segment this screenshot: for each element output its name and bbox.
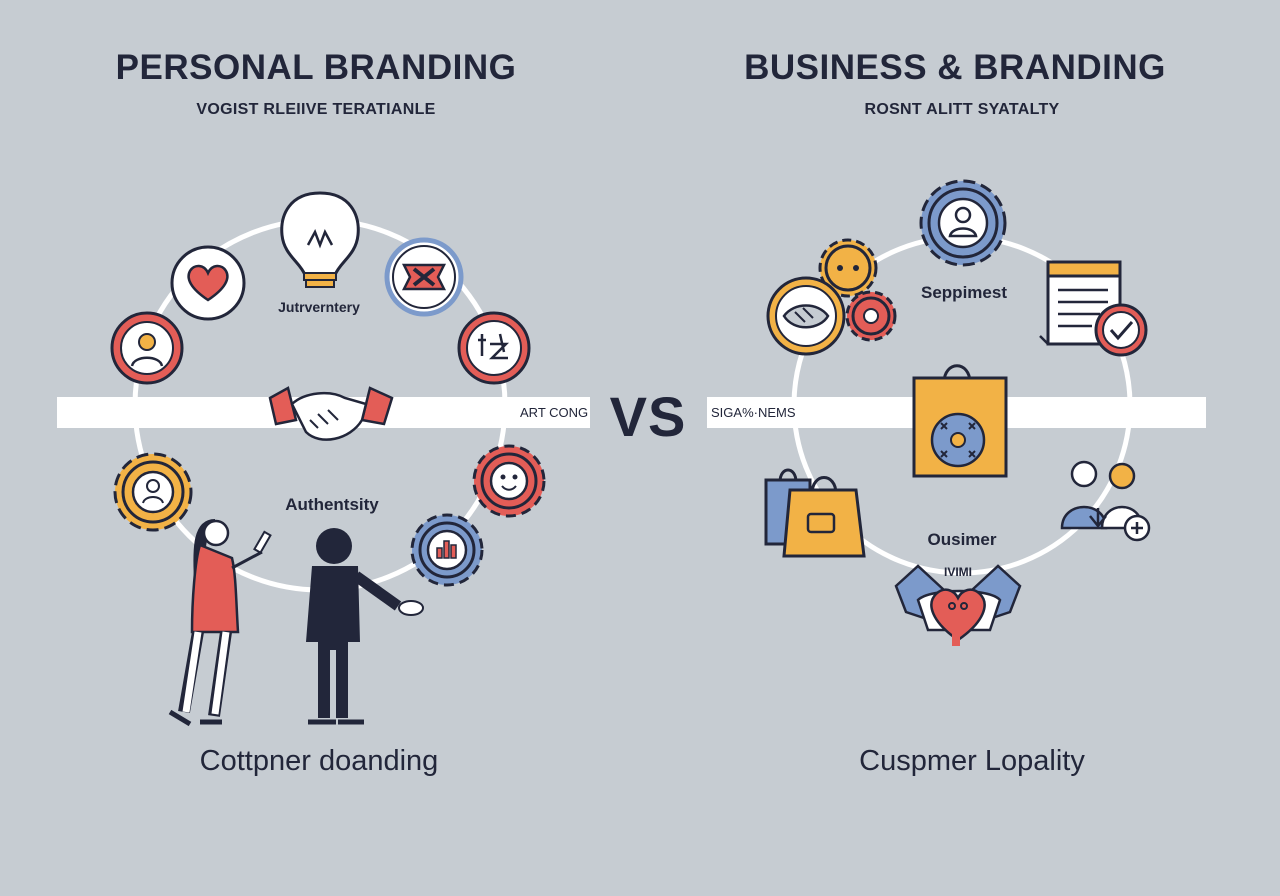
left-bottom-label: Cottpner doanding [199,745,439,777]
red-gear-icon [845,290,897,342]
user-gear-icon [919,179,1007,267]
left-subtitle: VOGIST RLEIIVE TERATIANLE [196,101,436,118]
shopping-bags-icon [764,468,866,558]
small-gear-icon [818,238,878,298]
left-band-label: ART CONG [520,405,589,420]
man-figure-icon [306,528,424,725]
heart-icon [170,245,246,321]
right-band-label: SIGA%·NEMS [711,405,796,420]
chart-sketch-icon [457,311,531,385]
hands-heart-icon [894,564,1022,646]
right-subtitle: ROSNT ALITT SYATALTY [864,101,1060,118]
right-title: BUSINESS & BRANDING [744,48,1166,87]
shopping-bag-icon [912,364,1008,478]
lightbulb-icon [280,191,360,288]
right-bottom-label: Cuspmer Lopality [859,745,1085,777]
left-circle-label-mid: Authentsity [285,495,379,514]
user-avatar-icon [110,311,184,385]
handshake-circle-icon [766,276,846,356]
left-title: PERSONAL BRANDING [115,48,517,87]
right-circle-label-top: Seppimest [921,283,1007,302]
gear-person-icon [113,452,193,532]
bar-chart-gear-icon [410,513,484,587]
x-badge-icon [384,237,464,317]
smiley-gear-icon [472,444,546,518]
handshake-icon [268,386,394,441]
check-circle-icon [1094,303,1148,357]
woman-figure-icon [168,519,272,727]
left-circle-label-top: Jutrverntery [278,299,360,315]
right-circle-label-mid: Ousimer [927,530,997,549]
vs-label: VS [609,385,687,448]
right-circle-label-small: IVIMI [943,565,973,579]
user-group-icon [1060,460,1151,542]
